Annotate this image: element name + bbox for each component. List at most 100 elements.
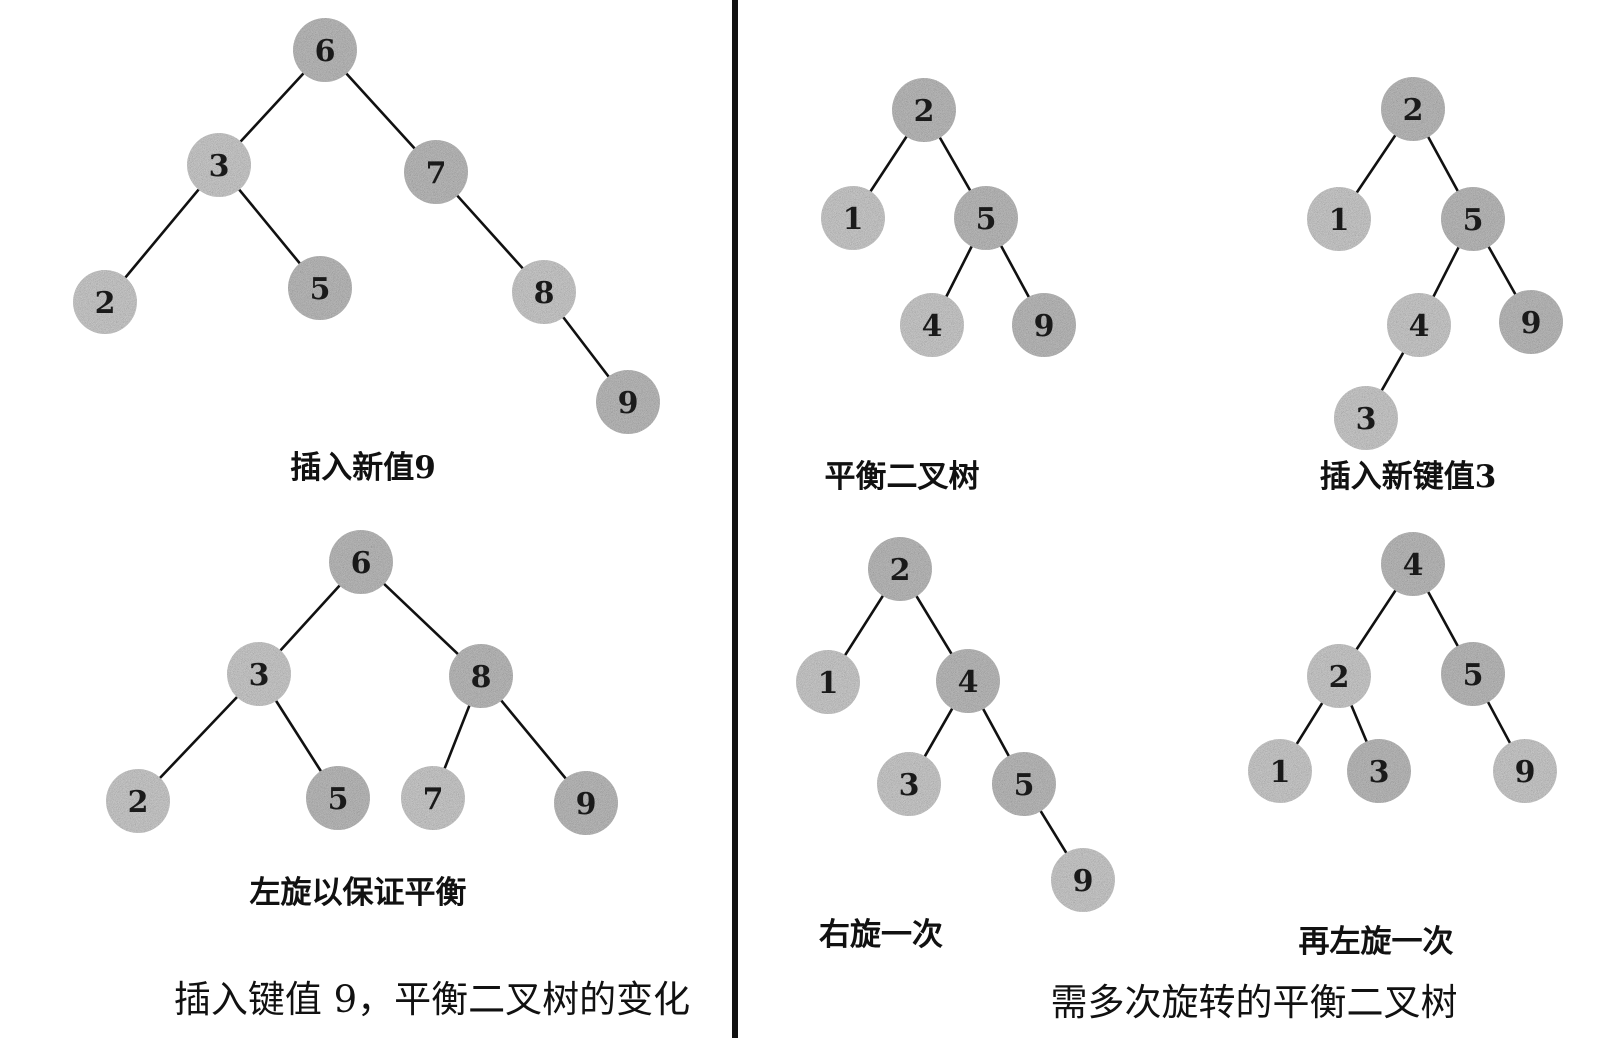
caption-rotate-left-again: 再左旋一次 (1299, 924, 1454, 960)
tree-edge (1353, 131, 1399, 197)
tree-node (868, 537, 932, 601)
tree-node (821, 186, 885, 250)
node-label: 6 (315, 34, 336, 69)
tree-node (900, 293, 964, 357)
tree-node (449, 644, 513, 708)
tree-node (1387, 293, 1451, 357)
tree-node (1051, 848, 1115, 912)
tree-edge (998, 241, 1032, 302)
node-label: 1 (1270, 755, 1291, 790)
node-label: 9 (618, 386, 639, 421)
tree-node (1441, 187, 1505, 251)
tree-edge (841, 591, 887, 660)
tree-edge (913, 592, 955, 658)
node-label: 2 (890, 553, 911, 588)
node-label: 1 (818, 666, 839, 701)
tree-node (288, 256, 352, 320)
tree-edge (121, 185, 203, 282)
tree-edge (235, 185, 304, 268)
node-label: 2 (1403, 93, 1424, 128)
node-label: 4 (922, 309, 943, 344)
tree-node (106, 769, 170, 833)
tree-edge (442, 701, 472, 773)
node-label: 3 (209, 149, 230, 184)
tree-node (554, 771, 618, 835)
node-label: 1 (843, 202, 864, 237)
tree-edge (1430, 243, 1462, 301)
tree-edge (1425, 587, 1461, 651)
tree-edge (342, 69, 419, 153)
tree-node (329, 530, 393, 594)
tree-edge (1378, 348, 1407, 395)
node-label: 2 (128, 785, 149, 820)
tree-node (1248, 739, 1312, 803)
tree-edge (936, 133, 974, 195)
tree-node (401, 766, 465, 830)
tree-node (1307, 644, 1371, 708)
left-panel-title: 插入键值 9，平衡二叉树的变化 (174, 978, 690, 1021)
node-label: 5 (310, 272, 331, 307)
tree-node (892, 78, 956, 142)
right-panel-title: 需多次旋转的平衡二叉树 (1051, 981, 1458, 1024)
tree-edge (1348, 701, 1370, 746)
node-label: 9 (1515, 755, 1536, 790)
tree-node (404, 140, 468, 204)
tree-edge (867, 132, 910, 196)
caption-insert-3: 插入新键值3 (1320, 459, 1497, 495)
caption-rotate-right-once: 右旋一次 (819, 917, 943, 953)
tree-node (954, 186, 1018, 250)
node-label: 4 (958, 665, 979, 700)
node-label: 9 (1034, 309, 1055, 344)
tree-node (1381, 532, 1445, 596)
tree-edge (237, 69, 307, 146)
tree-edge (1485, 242, 1519, 299)
tree-edge (1485, 698, 1513, 747)
caption-rotate-left-balance: 左旋以保证平衡 (250, 875, 467, 911)
tree-edge (276, 581, 344, 655)
node-label: 3 (249, 658, 270, 693)
node-label: 8 (534, 276, 555, 311)
tree-node (1499, 290, 1563, 354)
tree-node (187, 133, 251, 197)
tree-edge (272, 696, 325, 776)
node-label: 1 (1329, 203, 1350, 238)
caption-insert-9: 插入新值9 (290, 450, 436, 486)
tree-edge (1425, 132, 1461, 196)
node-label: 2 (914, 94, 935, 129)
node-label: 2 (95, 286, 116, 321)
node-label: 5 (1014, 768, 1035, 803)
node-label: 7 (426, 156, 447, 191)
tree-node (936, 649, 1000, 713)
node-label: 6 (351, 546, 372, 581)
tree-edge (559, 313, 613, 381)
node-label: 3 (899, 768, 920, 803)
tree-node (596, 370, 660, 434)
tree-edge (156, 693, 241, 782)
node-label: 5 (1463, 658, 1484, 693)
node-label: 9 (576, 787, 597, 822)
tree-node (512, 260, 576, 324)
node-label: 8 (471, 660, 492, 695)
tree-insert-9: 6 3 7 2 5 8 9 (73, 18, 660, 434)
tree-edge (1293, 699, 1326, 748)
caption-balanced-tree: 平衡二叉树 (825, 459, 980, 495)
node-label: 7 (423, 782, 444, 817)
node-label: 5 (976, 202, 997, 237)
tree-node (293, 18, 357, 82)
tree-node (877, 752, 941, 816)
node-label: 2 (1329, 660, 1350, 695)
tree-node (1347, 739, 1411, 803)
tree-node (1307, 187, 1371, 251)
tree-edge (943, 242, 975, 301)
tree-node (992, 752, 1056, 816)
tree-edge (453, 191, 527, 273)
node-label: 3 (1369, 755, 1390, 790)
tree-edge (380, 580, 462, 658)
tree-edge (921, 704, 956, 761)
